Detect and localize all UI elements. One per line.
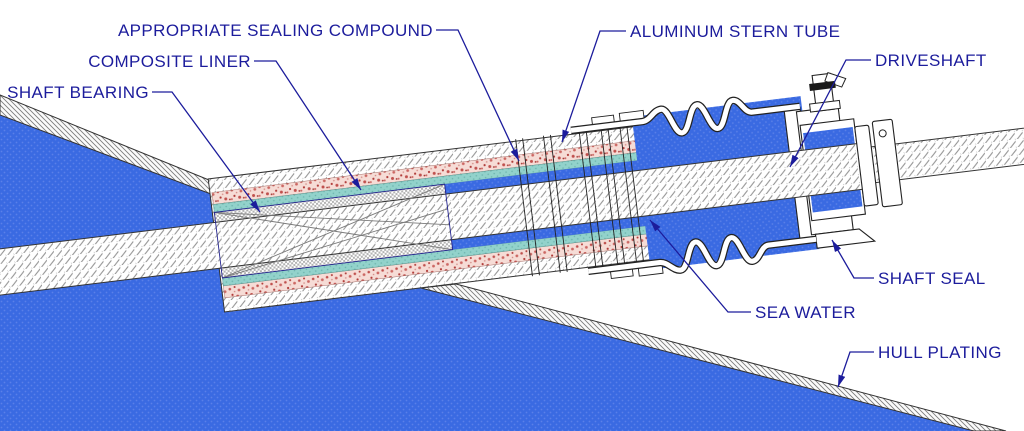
annulus-water-top (444, 160, 641, 195)
coupling-ring-1 (854, 124, 879, 207)
housing-water-channel-top (803, 127, 855, 150)
label-driveshaft: DRIVESHAFT (875, 51, 987, 70)
bearing-outline (213, 183, 454, 279)
leader-sea-water (649, 219, 751, 313)
leader-driveshaft (789, 59, 871, 168)
label-hull-plating: HULL PLATING (878, 343, 1002, 362)
leader-aluminum-stern-tube (561, 30, 626, 143)
bearing-cross-lines (214, 183, 453, 279)
housing-water-channel-bottom (810, 189, 863, 213)
labels: APPROPRIATE SEALING COMPOUND COMPOSITE L… (7, 21, 1002, 362)
leader-lines (152, 29, 874, 388)
sea-water-region (0, 115, 974, 431)
label-composite-liner: COMPOSITE LINER (88, 52, 251, 71)
label-aluminum-stern-tube: ALUMINUM STERN TUBE (630, 22, 840, 41)
annulus-water-bottom (451, 215, 648, 250)
leader-composite-liner (254, 60, 362, 191)
shaft-assembly-group (0, 71, 1024, 313)
leader-sealing-compound (436, 29, 520, 162)
shaft-seal-bellows (570, 96, 817, 276)
water-fitting-clamp (809, 80, 836, 91)
label-shaft-seal: SHAFT SEAL (878, 269, 986, 288)
tube-clamp-lines (515, 120, 645, 277)
label-sealing-compound: APPROPRIATE SEALING COMPOUND (118, 21, 433, 40)
coupling-detail (878, 129, 887, 138)
leader-hull-plating (837, 351, 874, 388)
leader-shaft-bearing (152, 91, 261, 213)
label-sea-water: SEA WATER (755, 303, 856, 322)
label-shaft-bearing: SHAFT BEARING (7, 83, 149, 102)
seal-housing-flange (814, 228, 877, 249)
leader-shaft-seal (831, 239, 874, 279)
coupling-ring-2 (871, 118, 903, 208)
